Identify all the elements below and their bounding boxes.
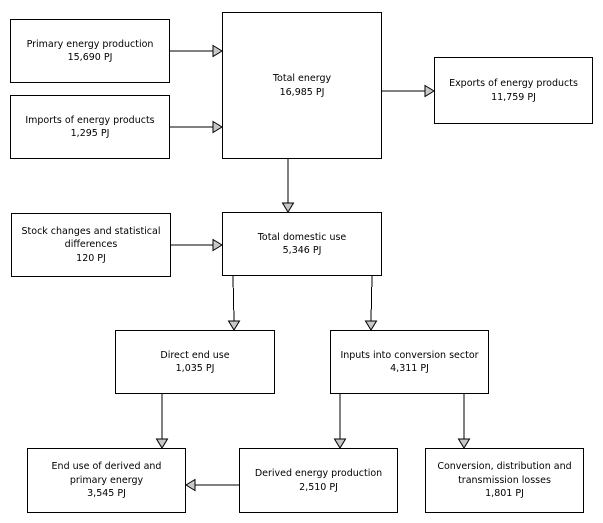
node-label: Primary energy production (26, 38, 154, 50)
node-label: Direct end use (160, 349, 230, 361)
node-value: 1,801 PJ (485, 488, 524, 500)
node-label: Derived energy production (254, 468, 383, 479)
node-total-domestic-use[interactable]: Total domestic use 5,346 PJ (222, 212, 382, 276)
node-label: Conversion, distribution and transmissio… (437, 461, 572, 486)
node-value: 11,759 PJ (491, 91, 536, 103)
edge-domestic-to-inputs (364, 275, 378, 331)
edge-domestic-to-direct (227, 275, 241, 331)
node-value: 3,545 PJ (87, 488, 126, 500)
node-value: 1,295 PJ (70, 128, 110, 139)
node-exports-of-energy-products[interactable]: Exports of energy products 11,759 PJ (434, 57, 593, 124)
node-imports-of-energy-products[interactable]: Imports of energy products 1,295 PJ (10, 95, 170, 159)
node-inputs-into-conversion-sector[interactable]: Inputs into conversion sector 4,311 PJ (330, 330, 489, 394)
node-direct-end-use[interactable]: Direct end use 1,035 PJ (115, 330, 275, 394)
node-value: 120 PJ (76, 252, 106, 264)
node-primary-energy-production[interactable]: Primary energy production 15,690 PJ (10, 19, 170, 83)
node-value: 15,690 PJ (67, 52, 113, 63)
node-label: Total domestic use (257, 231, 347, 243)
node-value: 5,346 PJ (282, 245, 322, 256)
node-conversion-distribution-and-transmission-losses[interactable]: Conversion, distribution and transmissio… (425, 448, 584, 513)
edge-direct-to-enduse (155, 394, 169, 449)
edge-total-to-domestic (281, 159, 295, 213)
node-value: 16,985 PJ (279, 86, 325, 98)
node-value: 4,311 PJ (390, 363, 429, 374)
node-label: Total energy (272, 73, 332, 84)
edge-derived-to-enduse (185, 478, 239, 492)
edge-primary-to-total (170, 44, 223, 58)
node-derived-energy-production[interactable]: Derived energy production 2,510 PJ (239, 448, 398, 513)
node-end-use-of-derived-and-primary-energy[interactable]: End use of derived and primary energy 3,… (27, 448, 186, 513)
node-label: Inputs into conversion sector (340, 349, 479, 361)
node-label: Imports of energy products (25, 114, 155, 126)
edge-total-to-exports (382, 84, 435, 98)
edge-stock-to-domestic (171, 238, 223, 252)
edge-inputs-to-losses (457, 394, 471, 449)
node-total-energy[interactable]: Total energy 16,985 PJ (222, 12, 382, 159)
edge-inputs-to-derived (333, 394, 347, 449)
node-label: End use of derived and primary energy (51, 461, 162, 486)
node-value: 1,035 PJ (175, 363, 215, 374)
node-label: Stock changes and statistical difference… (21, 225, 161, 251)
edge-imports-to-total (170, 120, 223, 134)
node-label: Exports of energy products (449, 78, 578, 89)
node-value: 2,510 PJ (299, 481, 338, 493)
node-stock-changes-and-statistical-differences[interactable]: Stock changes and statistical difference… (11, 213, 171, 277)
